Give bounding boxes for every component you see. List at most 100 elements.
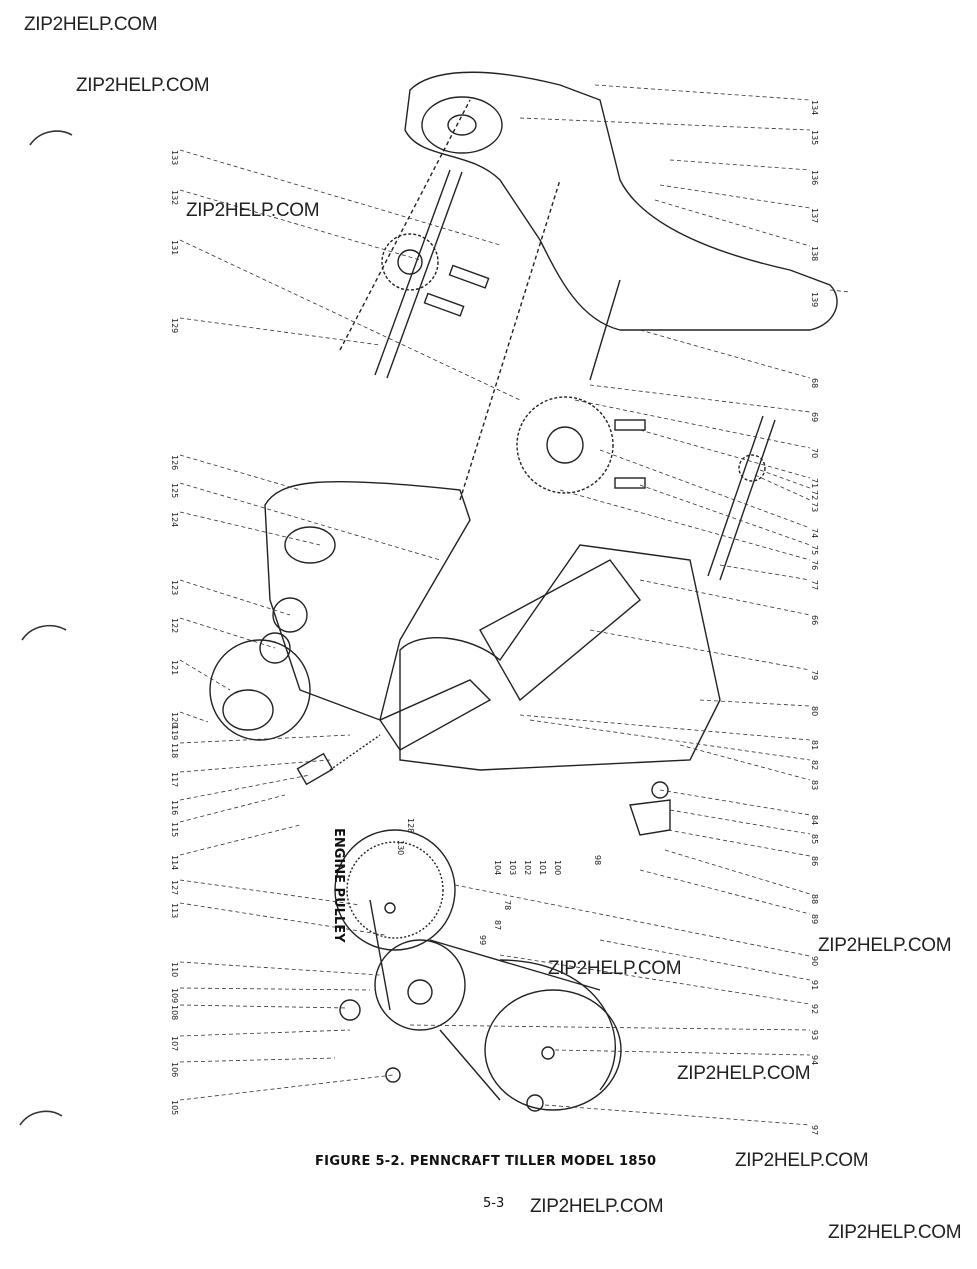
callout-number: 73: [810, 502, 819, 512]
callout-number: 106: [170, 1062, 179, 1077]
callout-number: 121: [170, 660, 179, 675]
watermark: ZIP2HELP.COM: [186, 200, 320, 221]
callout-number: 82: [810, 760, 819, 770]
right-callouts: 1341351361371381396869707172737475767766…: [810, 100, 819, 1135]
callout-number: 129: [170, 318, 179, 333]
callout-number: 132: [170, 190, 179, 205]
callout-number: 99: [478, 935, 487, 945]
callout-number: 138: [810, 246, 819, 261]
callout-number: 134: [810, 100, 819, 115]
callout-number: 136: [810, 170, 819, 185]
callout-number: 72: [810, 490, 819, 500]
callout-number: 110: [170, 962, 179, 977]
callout-number: 92: [810, 1004, 819, 1014]
gear-housing: [399, 544, 721, 771]
callout-number: 104: [493, 860, 502, 875]
figure-caption: FIGURE 5-2. PENNCRAFT TILLER MODEL 1850: [315, 1154, 657, 1169]
callout-number: 118: [170, 743, 179, 758]
watermark: ZIP2HELP.COM: [828, 1222, 962, 1243]
callout-number: 101: [538, 860, 547, 875]
callout-number: 90: [810, 956, 819, 966]
callout-number: 68: [810, 378, 819, 388]
idler-pulley: [374, 939, 466, 1031]
callout-number: 103: [508, 860, 517, 875]
callout-number: 75: [810, 545, 819, 555]
callout-number: 89: [810, 914, 819, 924]
left-callouts: 1331321311291261251241231221211201191181…: [170, 150, 179, 1115]
callout-number: 78: [503, 900, 512, 910]
shaft-pulley: [209, 639, 311, 741]
callout-number: 109: [170, 988, 179, 1003]
callout-number: 71: [810, 478, 819, 488]
chain-case: [264, 480, 471, 721]
callout-number: 124: [170, 512, 179, 527]
callout-number: 83: [810, 780, 819, 790]
engine-pulley: [334, 829, 456, 951]
callout-number: 88: [810, 894, 819, 904]
callout-number: 84: [810, 815, 819, 825]
callout-number: 113: [170, 903, 179, 918]
lower-shaft: [719, 419, 776, 581]
callout-number: 139: [810, 292, 819, 307]
upper-bearing: [421, 96, 503, 154]
callout-number: 85: [810, 834, 819, 844]
large-sprocket: [516, 396, 614, 494]
page-number: 5-3: [483, 1196, 505, 1211]
upper-sprocket: [381, 233, 439, 291]
watermark: ZIP2HELP.COM: [818, 935, 952, 956]
engine-pulley-label: ENGINE PULLEY: [331, 828, 346, 943]
callout-number: 80: [810, 706, 819, 716]
handle-bracket: [479, 559, 641, 702]
callout-number: 70: [810, 448, 819, 458]
watermark: ZIP2HELP.COM: [530, 1196, 664, 1217]
callout-number: 79: [810, 670, 819, 680]
hole-punch-mark: [29, 130, 73, 146]
callout-number: 97: [810, 1125, 819, 1135]
callout-number: 69: [810, 412, 819, 422]
callout-number: 77: [810, 580, 819, 590]
callout-number: 120: [170, 712, 179, 727]
callout-number: 126: [170, 455, 179, 470]
callout-number: 105: [170, 1100, 179, 1115]
watermark: ZIP2HELP.COM: [548, 958, 682, 979]
callout-number: 130: [396, 840, 405, 855]
watermark: ZIP2HELP.COM: [735, 1150, 869, 1171]
watermark: ZIP2HELP.COM: [24, 14, 158, 35]
callout-number: 127: [170, 880, 179, 895]
callout-number: 135: [810, 130, 819, 145]
callout-number: 122: [170, 618, 179, 633]
small-sprocket: [738, 454, 766, 482]
callout-number: 108: [170, 1005, 179, 1020]
upper-shaft: [374, 169, 451, 376]
callout-number: 94: [810, 1055, 819, 1065]
hole-punch-mark: [21, 624, 67, 641]
callout-number: 91: [810, 980, 819, 990]
callout-number: 115: [170, 822, 179, 837]
callout-number: 123: [170, 580, 179, 595]
callout-number: 128: [406, 818, 415, 833]
callout-number: 131: [170, 240, 179, 255]
callout-number: 117: [170, 772, 179, 787]
upper-frame: [404, 71, 838, 331]
callout-number: 66: [810, 615, 819, 625]
drive-belt: [369, 899, 617, 1101]
callout-number: 119: [170, 725, 179, 740]
callout-number: 81: [810, 740, 819, 750]
callout-number: 137: [810, 208, 819, 223]
watermark: ZIP2HELP.COM: [76, 75, 210, 96]
callout-number: 116: [170, 800, 179, 815]
callout-number: 107: [170, 1036, 179, 1051]
callout-number: 114: [170, 855, 179, 870]
callout-number: 74: [810, 528, 819, 538]
callout-number: 100: [553, 860, 562, 875]
callout-number: 125: [170, 483, 179, 498]
callout-number: 86: [810, 856, 819, 866]
hole-punch-mark: [19, 1110, 63, 1126]
callout-number: 87: [493, 920, 502, 930]
drive-pulley: [484, 989, 622, 1111]
callout-number: 93: [810, 1030, 819, 1040]
callout-number: 98: [593, 855, 602, 865]
